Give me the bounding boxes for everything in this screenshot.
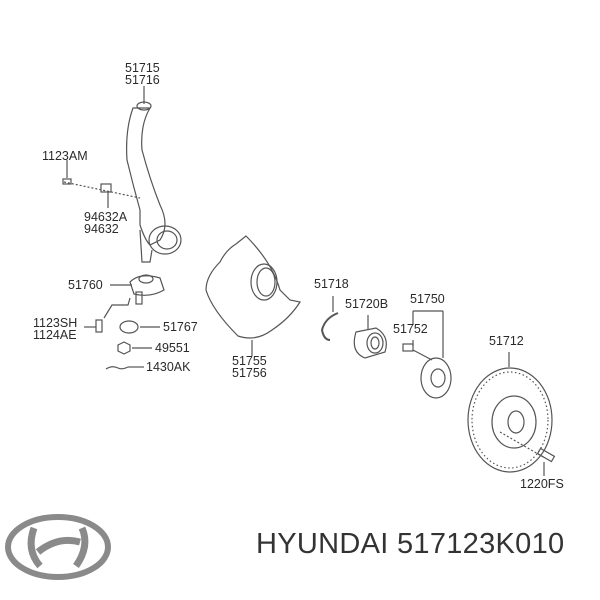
label-94632A: 94632A (84, 210, 128, 224)
part-caption: HYUNDAI 517123K010 (256, 528, 565, 560)
label-1123AM: 1123AM (42, 149, 88, 163)
label-1123SH: 1123SH (33, 316, 78, 330)
label-51716: 51716 (125, 73, 160, 87)
label-94632: 94632 (84, 222, 119, 236)
hyundai-logo (5, 514, 111, 580)
label-51750: 51750 (410, 292, 445, 306)
label-51760: 51760 (68, 278, 103, 292)
label-51767: 51767 (163, 320, 198, 334)
label-1430AK: 1430AK (146, 360, 191, 374)
brake-disc-drawing (467, 352, 556, 476)
label-51718: 51718 (314, 277, 349, 291)
label-51755: 51755 (232, 354, 267, 368)
dust-cover-drawing (205, 235, 301, 356)
label-1124AE: 1124AE (33, 328, 77, 342)
label-51720B: 51720B (345, 297, 389, 311)
label-49551: 49551 (155, 341, 190, 355)
label-51756: 51756 (232, 366, 267, 380)
label-51715: 51715 (125, 61, 160, 75)
label-51712: 51712 (489, 334, 524, 348)
label-51752: 51752 (393, 322, 428, 336)
steering-knuckle-drawing (126, 86, 182, 263)
label-1220FS: 1220FS (520, 477, 564, 491)
